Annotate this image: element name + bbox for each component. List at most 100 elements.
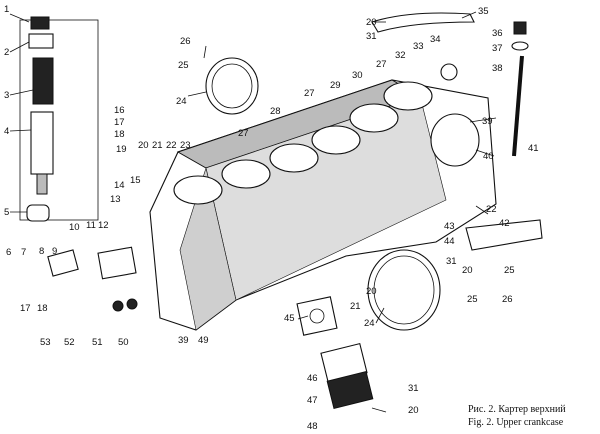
callout-13: 13	[110, 194, 121, 205]
callout-25-lower: 25	[467, 294, 478, 305]
cylinder-bore-4	[311, 125, 361, 155]
callout-53: 53	[40, 337, 51, 348]
callout-38: 38	[492, 63, 503, 74]
callout-6: 6	[6, 247, 11, 258]
callout-25-top: 25	[178, 60, 189, 71]
leader-4	[9, 129, 32, 132]
callout-26-top: 26	[180, 36, 191, 47]
callout-18-top: 18	[114, 129, 125, 140]
breather-tube	[30, 111, 54, 175]
callout-20-left: 20	[138, 140, 149, 151]
callout-2: 2	[4, 47, 9, 58]
callout-4: 4	[4, 126, 9, 137]
cover-plate-47	[326, 370, 374, 410]
leader-40	[475, 149, 495, 157]
callout-17-bottom: 17	[20, 303, 31, 314]
callout-17-top: 17	[114, 117, 125, 128]
leader-1	[9, 13, 30, 23]
leader-45	[297, 315, 309, 320]
callout-23: 23	[180, 140, 191, 151]
leader-26-top	[203, 45, 207, 59]
callout-51: 51	[92, 337, 103, 348]
callout-26-right: 26	[502, 294, 513, 305]
dipstick-washer	[511, 41, 529, 51]
callout-3: 3	[4, 90, 9, 101]
callout-49: 49	[198, 335, 209, 346]
callout-48: 48	[307, 421, 318, 432]
callout-22-left: 22	[166, 140, 177, 151]
cylinder-bore-2	[221, 159, 271, 189]
callout-14: 14	[114, 180, 125, 191]
tube-end	[36, 173, 48, 195]
callout-7: 7	[21, 247, 26, 258]
callout-36: 36	[492, 28, 503, 39]
callout-39-right: 39	[482, 116, 493, 127]
callout-33: 33	[413, 41, 424, 52]
leader-22-right	[475, 205, 489, 215]
filler-tube	[32, 57, 54, 105]
callout-27-left: 27	[238, 128, 249, 139]
oil-filler-assembly	[19, 16, 99, 222]
callout-31-top: 31	[366, 31, 377, 42]
callout-19: 19	[116, 144, 127, 155]
cylinder-bore-6	[383, 81, 433, 111]
leader-24-bottom	[375, 307, 385, 324]
filler-nut	[28, 33, 54, 49]
callout-47: 47	[307, 395, 318, 406]
leader-35	[461, 11, 477, 19]
callout-40: 40	[483, 151, 494, 162]
callout-10: 10	[69, 222, 80, 233]
leader-2	[9, 41, 30, 53]
callout-32: 32	[395, 50, 406, 61]
callout-11: 11	[86, 220, 96, 231]
callout-30: 30	[352, 70, 363, 81]
caption-english: Fig. 2. Upper crankcase	[468, 417, 564, 428]
callout-27-right: 27	[376, 59, 387, 70]
callout-8: 8	[39, 246, 44, 257]
callout-9: 9	[52, 246, 57, 257]
callout-12: 12	[98, 220, 109, 231]
callout-42: 42	[499, 218, 510, 229]
caption-russian: Рис. 2. Картер верхний	[468, 404, 566, 415]
callout-25-right: 25	[504, 265, 515, 276]
callout-20-bottom: 20	[408, 405, 419, 416]
dipstick-cap	[513, 21, 527, 35]
callout-44: 44	[444, 236, 455, 247]
assembly-frame	[19, 19, 99, 221]
filler-cap	[30, 16, 50, 30]
dipstick-tube	[512, 55, 524, 157]
leader-39-right	[469, 117, 497, 123]
callout-45: 45	[284, 313, 295, 324]
callout-34: 34	[430, 34, 441, 45]
callout-21-left: 21	[152, 140, 163, 151]
callout-46: 46	[307, 373, 318, 384]
callout-28: 28	[270, 106, 281, 117]
valve-chamber-cover	[97, 246, 137, 280]
gasket-ring	[26, 204, 50, 222]
leader-3	[9, 89, 34, 96]
leader-24-top	[187, 91, 207, 97]
callout-16: 16	[114, 105, 125, 116]
callout-27-middle: 27	[304, 88, 315, 99]
block-front-face	[179, 166, 237, 331]
cylinder-bore-1	[173, 175, 223, 205]
callout-29: 29	[330, 80, 341, 91]
callout-43: 43	[444, 221, 455, 232]
clamp-band-upper-inner	[211, 63, 253, 109]
callout-39-bottom: 39	[178, 335, 189, 346]
drain-plug	[112, 300, 124, 312]
crankcase-block	[149, 79, 497, 331]
callout-5: 5	[4, 207, 9, 218]
support-bracket	[465, 219, 543, 251]
callout-21-mid: 21	[350, 301, 361, 312]
callout-50: 50	[118, 337, 129, 348]
lifting-eye	[440, 63, 458, 81]
callout-37: 37	[492, 43, 503, 54]
callout-20-top: 20	[366, 17, 377, 28]
callout-24-bottom: 24	[364, 318, 375, 329]
cover-plate-hole	[309, 308, 325, 324]
cover-plate-45	[296, 296, 338, 336]
water-pump-cover	[47, 249, 79, 277]
cylinder-bore-3	[269, 143, 319, 173]
